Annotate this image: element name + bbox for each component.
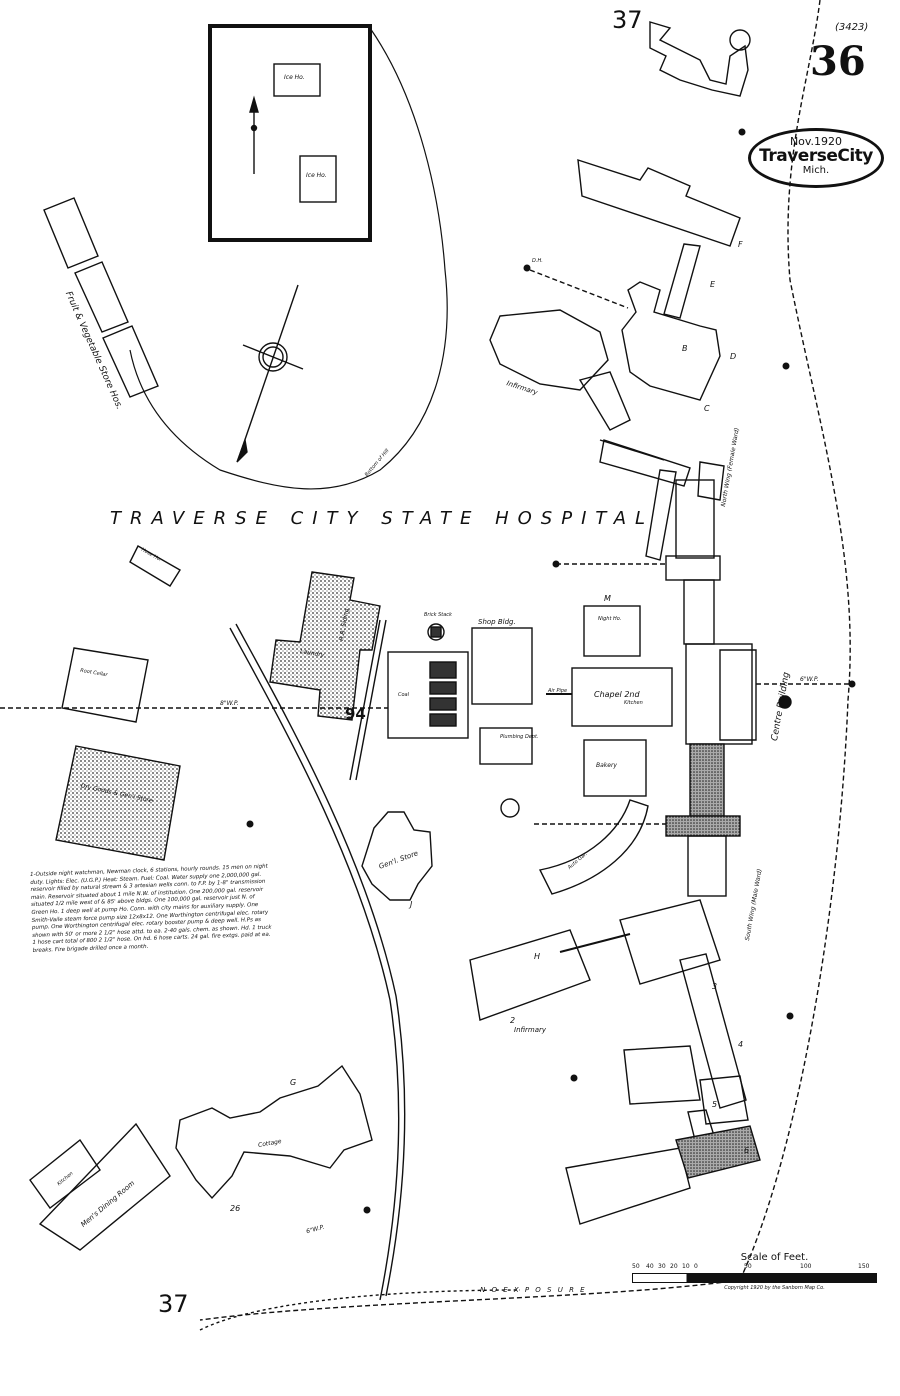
badge-city: TraverseCity	[759, 146, 873, 166]
scale-tick: 50	[632, 1263, 640, 1270]
wing-letter-b: B	[682, 344, 688, 353]
central-corridor	[665, 479, 753, 897]
wing-letter-h: H	[534, 952, 541, 961]
wing-letter-d: D	[730, 352, 737, 361]
wing-number-5: 5	[712, 1100, 718, 1109]
label-hydrant: D.H.	[532, 258, 543, 264]
water-mains	[0, 0, 852, 1321]
centre-building	[719, 649, 757, 741]
sheet-number: 36	[810, 38, 866, 85]
scale-bar: Scale of Feet. 50 40 30 20 10 0 50 100 1…	[632, 1252, 877, 1291]
tower-icon	[778, 695, 792, 709]
hose-house	[129, 545, 181, 587]
label-no-exposure: N O E X P O S U R E	[480, 1286, 587, 1294]
wing-letter-c: C	[704, 404, 710, 413]
label-water-main-west: 8"W.P.	[220, 700, 239, 707]
adjacent-building-top	[649, 21, 749, 97]
wing-number-4: 4	[738, 1040, 744, 1049]
wing-number-2: 2	[510, 1016, 516, 1025]
fruit-vegetable-store-houses	[43, 197, 159, 398]
wing-letter-e: E	[710, 280, 716, 289]
badge-state: Mich.	[802, 165, 830, 176]
scale-tick: 150	[858, 1263, 870, 1270]
wing-number-26: 26	[230, 1204, 241, 1213]
label-ice-house-2: Ice Ho.	[306, 172, 327, 179]
adjacent-sheet-bottom: 37	[158, 1290, 189, 1318]
wing-letter-f: F	[738, 240, 743, 249]
badge-date: Nov.1920	[789, 135, 843, 148]
label-coal: Coal	[398, 692, 410, 698]
copyright: Copyright 1920 by the Sanborn Map Co.	[724, 1285, 825, 1291]
scale-tick: 30	[658, 1263, 666, 1270]
wing-letter-m: M	[604, 594, 611, 603]
pump-house-icon	[500, 798, 520, 818]
wing-letter-g: G	[290, 1078, 297, 1087]
block-number: 94	[345, 705, 366, 723]
sheet-code: (3423)	[835, 22, 869, 33]
tank-icon	[729, 29, 751, 51]
dry-goods-store	[55, 745, 181, 861]
label-chapel: Chapel 2nd	[594, 690, 640, 699]
label-ice-house-1: Ice Ho.	[284, 74, 305, 81]
map-title: TRAVERSE CITY STATE HOSPITAL	[110, 508, 655, 529]
scale-tick: 40	[646, 1263, 654, 1270]
label-chapel-kitchen: Kitchen	[624, 700, 643, 706]
shop-building	[387, 623, 533, 765]
wing-number-6: 6	[744, 1146, 750, 1155]
label-night-ho: Night Ho.	[598, 616, 622, 622]
hydrant-icons	[246, 128, 856, 1214]
label-shop-bldg: Shop Bldg.	[478, 618, 516, 626]
label-air-pipe: Air Pipe	[548, 688, 568, 694]
fire-protection-notes: 1-Outside night watchman, Newman clock, …	[30, 863, 272, 954]
bottom-of-hill-line	[129, 27, 448, 490]
adjacent-sheet-top: 37	[612, 6, 643, 34]
city-badge: Nov.1920 TraverseCity Mich.	[748, 128, 884, 188]
scale-tick: 10	[682, 1263, 690, 1270]
south-wing-buildings	[469, 899, 761, 1225]
label-bakery: Bakery	[596, 762, 617, 769]
label-infirmary-south: Infirmary	[514, 1026, 547, 1034]
auto-garage-building	[538, 799, 649, 895]
wing-letter-j: J	[410, 900, 413, 909]
cottage-and-dining	[29, 1064, 373, 1251]
scale-title: Scale of Feet.	[740, 1252, 809, 1263]
ice-house-enclosure	[208, 24, 372, 242]
general-store-building	[361, 811, 433, 901]
sheet-37-boundary	[199, 1289, 521, 1331]
scale-tick: 20	[670, 1263, 678, 1270]
root-cellar-building	[61, 647, 149, 723]
label-smokestack: Brick Stack	[424, 612, 452, 618]
compass-rose-icon	[236, 284, 304, 463]
railroad-siding	[229, 619, 406, 1301]
scale-bar-graphic	[632, 1273, 877, 1283]
scale-tick: 50	[744, 1263, 752, 1270]
scale-ticks: 50 40 30 20 10 0 50 100 150	[632, 1263, 877, 1273]
scale-tick: 100	[800, 1263, 812, 1270]
chapel-building	[546, 605, 673, 797]
label-water-main-east: 6"W.P.	[800, 676, 819, 683]
north-wing-buildings	[489, 159, 741, 561]
wing-number-3: 3	[712, 982, 718, 991]
laundry-building	[269, 571, 381, 721]
label-plumbing-dept: Plumbing Dept.	[500, 734, 539, 740]
scale-tick: 0	[694, 1263, 698, 1270]
